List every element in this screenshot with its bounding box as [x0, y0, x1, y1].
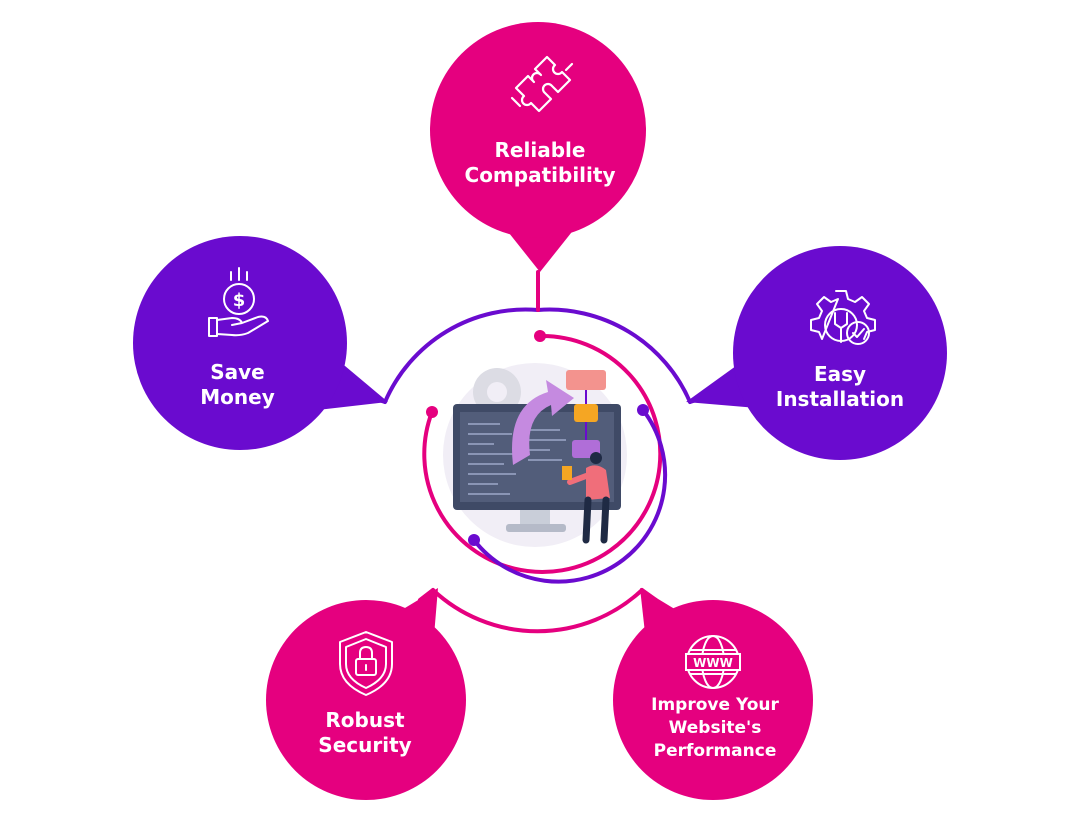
bubble-money	[133, 236, 388, 450]
ring-dot-right	[637, 404, 649, 416]
puzzle-icon	[510, 55, 574, 113]
label-line: Website's	[668, 717, 762, 738]
bubble-circle-security	[266, 600, 466, 800]
ring-dot-top	[534, 330, 546, 342]
bubble-circle-installation	[733, 246, 947, 460]
label-line: Compatibility	[464, 163, 616, 187]
ring-dot-left	[426, 406, 438, 418]
label-line: Robust	[325, 708, 405, 732]
label-improve-performance: Improve Your Website's Performance	[625, 694, 805, 763]
label-line: Money	[200, 385, 275, 409]
label-line: Installation	[775, 387, 905, 411]
label-line: Reliable	[494, 138, 586, 162]
label-reliable-compatibility: Reliable Compatibility	[440, 138, 640, 188]
bubble-circle-money	[133, 236, 347, 450]
middle-ring	[422, 333, 663, 574]
connector-rings	[363, 270, 714, 634]
label-save-money: Save Money	[150, 360, 325, 410]
bubble-compatibility	[430, 22, 646, 272]
money-hand-icon: $	[208, 267, 269, 337]
label-line: Improve Your	[651, 695, 779, 715]
gear-wrench-icon	[810, 290, 876, 345]
svg-text:$: $	[233, 290, 246, 311]
label-line: Performance	[653, 740, 777, 761]
ring-dots	[426, 330, 649, 546]
shield-lock-icon	[339, 631, 393, 696]
globe-www-icon: WWW	[685, 635, 741, 689]
label-line: Security	[318, 733, 412, 757]
label-easy-installation: Easy Installation	[750, 362, 930, 412]
label-line: Save	[210, 360, 265, 384]
bubble-circle-performance	[613, 600, 813, 800]
inner-ring	[472, 408, 668, 584]
bubble-circle-compatibility	[430, 22, 646, 238]
bubble-security	[266, 588, 466, 800]
outer-ring-arc-right	[536, 307, 692, 404]
label-robust-security: Robust Security	[270, 708, 460, 758]
bubble-tail-compatibility	[505, 228, 575, 272]
globe-www-text: WWW	[693, 656, 733, 670]
label-line: Easy	[813, 362, 867, 386]
outer-ring-arc-bottom	[431, 588, 644, 634]
bubble-performance	[613, 588, 813, 800]
bubble-installation	[686, 246, 947, 460]
ring-dot-bottom	[468, 534, 480, 546]
monitor-illustration-icon	[443, 363, 627, 547]
outer-ring-arc-left	[383, 307, 540, 404]
